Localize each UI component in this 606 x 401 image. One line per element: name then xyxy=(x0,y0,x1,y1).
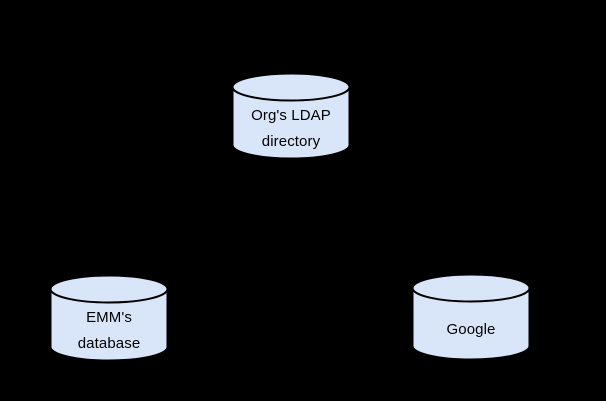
node-label: Org's LDAP directory xyxy=(251,107,331,150)
database-cylinder-icon xyxy=(231,72,351,160)
node-ldap-directory: Org's LDAP directory xyxy=(231,72,351,160)
database-cylinder-icon xyxy=(49,274,169,362)
node-label: EMM's database xyxy=(77,309,141,352)
node-google: Google xyxy=(411,273,531,361)
node-emm-database: EMM's database xyxy=(49,274,169,362)
node-label: Google xyxy=(446,321,496,338)
database-cylinder-icon xyxy=(411,273,531,361)
